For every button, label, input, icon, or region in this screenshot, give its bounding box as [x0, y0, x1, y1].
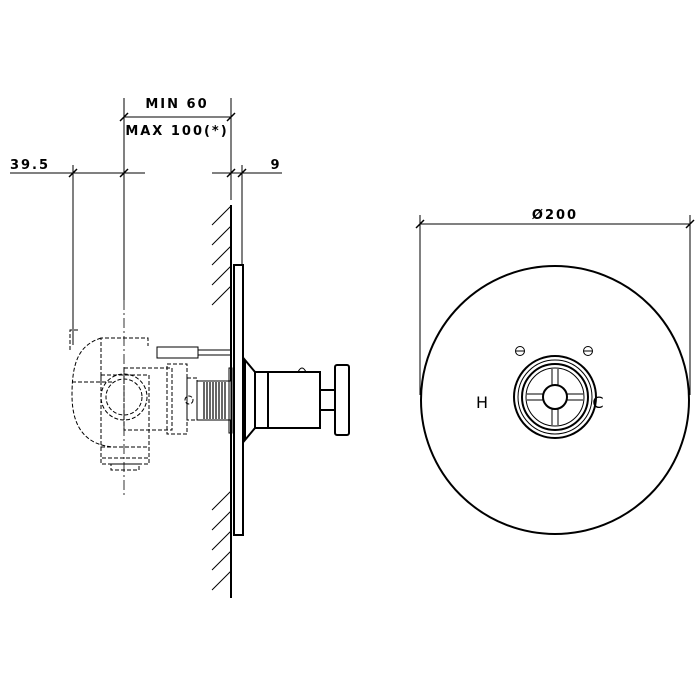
- dim-plate-label: 9: [270, 158, 281, 173]
- cold-label: C: [592, 393, 603, 412]
- screw-icon: [583, 346, 593, 356]
- screw-icon: [515, 346, 525, 356]
- spline-cartridge: [196, 367, 233, 434]
- front-view: Ø200 H C: [415, 208, 695, 535]
- dim-diameter-label: Ø200: [532, 208, 578, 223]
- dim-min-label: MIN 60: [145, 97, 208, 112]
- cover-plate-front: [420, 265, 690, 535]
- side-dimensions: MIN 60 MAX 100(*) 39.5 9: [10, 97, 282, 345]
- dim-max-label: MAX 100(*): [125, 124, 228, 139]
- handle-wheel-front: [513, 355, 597, 439]
- dim-left-label: 39.5: [10, 158, 50, 173]
- handle-side-view: [244, 357, 350, 443]
- cover-plate-side: [233, 264, 244, 536]
- concealed-valve-body: [69, 300, 231, 495]
- hot-label: H: [476, 393, 488, 412]
